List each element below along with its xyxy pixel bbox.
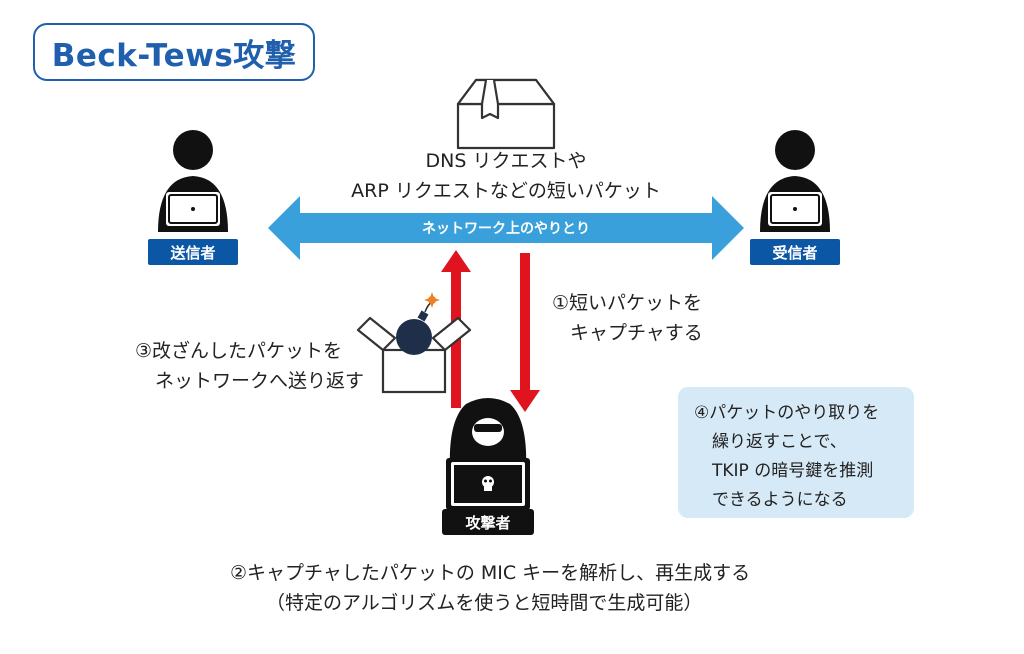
attacker-label: 攻撃者: [442, 509, 534, 535]
step1-line-2: キャプチャする: [570, 322, 703, 344]
step4-line-2: 繰り返すことで、: [712, 432, 847, 452]
title-box: Beck-Tews攻撃: [33, 23, 315, 81]
step3-line-2: ネットワークへ送り返す: [155, 370, 365, 392]
step4-line-3: TKIP の暗号鍵を推測: [712, 461, 874, 481]
hacker-icon: [446, 398, 530, 510]
step4-info-box: ④パケットのやり取りを 繰り返すことで、 TKIP の暗号鍵を推測 できるように…: [678, 387, 914, 518]
packet-caption-line-2: ARP リクエストなどの短いパケット: [351, 180, 661, 202]
step1-caption: ①短いパケットを キャプチャする: [552, 288, 703, 348]
step2-line-1: ②キャプチャしたパケットの MIC キーを解析し、再生成する: [230, 562, 751, 584]
skull-icon: [482, 476, 494, 491]
step3-line-1: ③改ざんしたパケットを: [135, 340, 343, 362]
capture-arrow-down: [510, 253, 540, 412]
bomb-box-icon: [356, 292, 472, 394]
sender-user-icon: [158, 130, 228, 232]
page-title: Beck-Tews攻撃: [51, 37, 297, 74]
network-label: ネットワーク上のやりとり: [422, 221, 590, 237]
packet-caption-line-1: DNS リクエストや: [425, 150, 587, 172]
network-arrow: [268, 196, 744, 260]
step2-caption: ②キャプチャしたパケットの MIC キーを解析し、再生成する （特定のアルゴリズ…: [230, 558, 750, 618]
step3-caption: ③改ざんしたパケットを ネットワークへ送り返す: [135, 336, 364, 396]
step4-line-4: できるようになる: [712, 490, 848, 510]
step4-line-1: ④パケットのやり取りを: [694, 403, 880, 423]
step2-line-2: （特定のアルゴリズムを使うと短時間で生成可能）: [266, 592, 703, 614]
receiver-label: 受信者: [750, 239, 840, 265]
fuse-spark-icon: [424, 292, 440, 308]
packet-caption: DNS リクエストや ARP リクエストなどの短いパケット: [300, 146, 712, 206]
step1-line-1: ①短いパケットを: [552, 292, 703, 314]
sender-label: 送信者: [148, 239, 238, 265]
package-box-icon: [456, 78, 556, 150]
receiver-user-icon: [760, 130, 830, 232]
